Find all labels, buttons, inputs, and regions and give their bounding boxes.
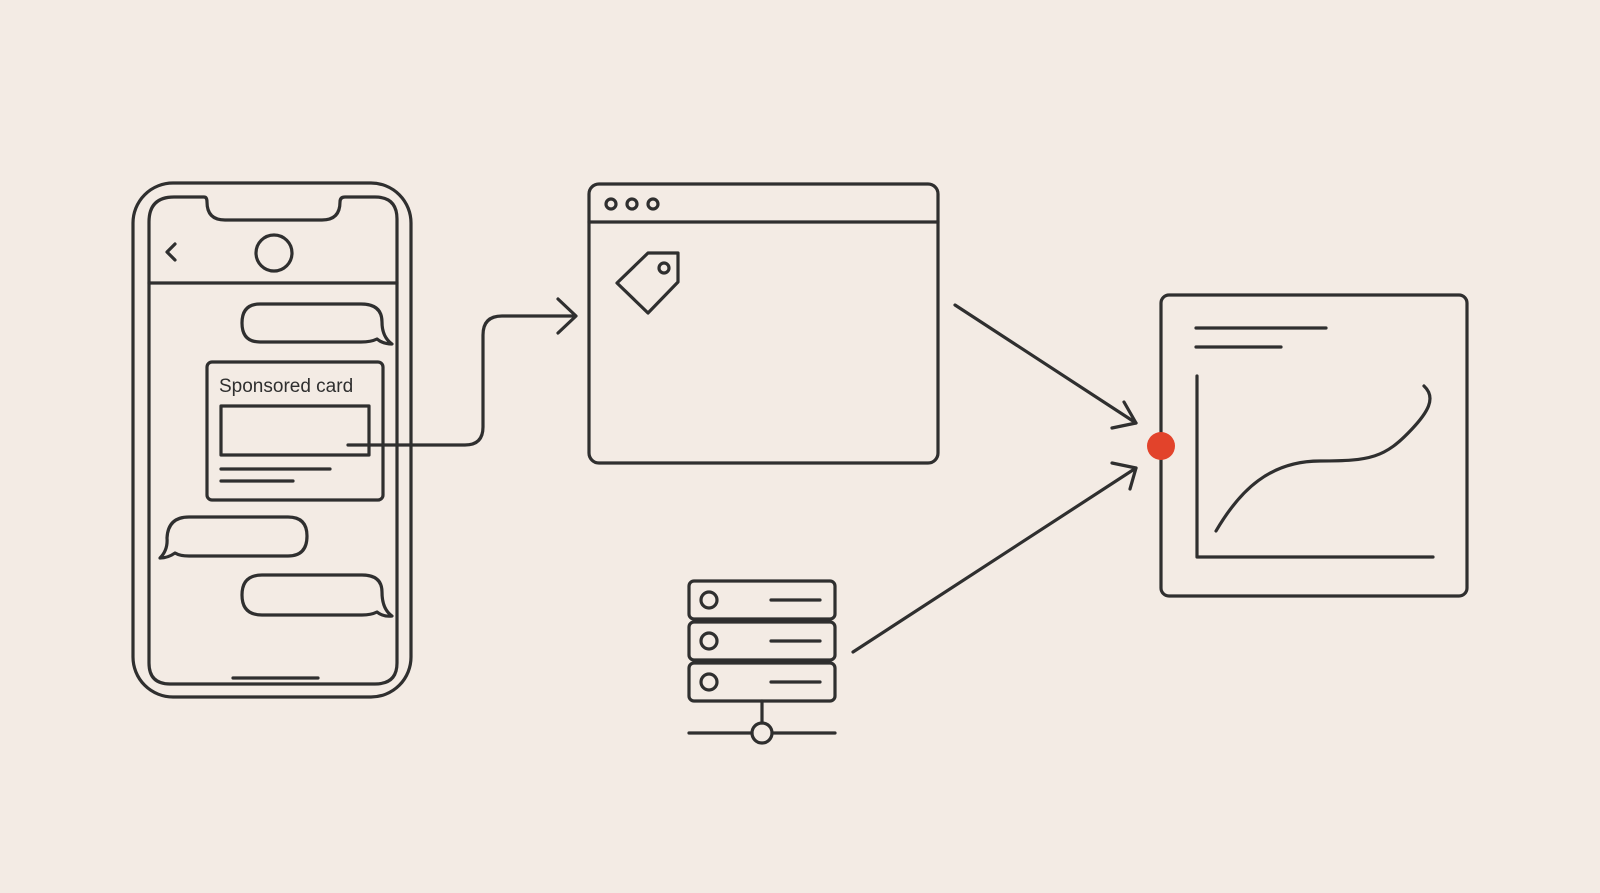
server-network-node [750, 721, 774, 745]
window-control-dot-1[interactable] [604, 197, 618, 211]
sponsored-card-label: Sponsored card [219, 376, 353, 397]
server-stack-icon [687, 579, 837, 745]
server-unit-3-led [699, 672, 719, 692]
phone-screen-with-notch [147, 195, 399, 686]
chat-bubble-outgoing-2 [240, 573, 394, 618]
server-unit-1 [687, 579, 837, 621]
profile-avatar-icon[interactable] [254, 233, 294, 273]
sponsored-card[interactable] [205, 360, 385, 502]
server-unit-2-led [699, 631, 719, 651]
price-tag-icon [615, 251, 680, 315]
arrowhead-server-to-dashboard [1110, 461, 1138, 491]
analytics-dashboard [1159, 293, 1469, 598]
phone-mockup: Sponsored card [131, 181, 413, 699]
server-unit-1-led [699, 590, 719, 610]
chat-bubble-outgoing-1 [240, 302, 394, 346]
connector-card-to-browser [346, 314, 577, 447]
back-chevron-icon[interactable] [165, 242, 177, 262]
price-tag-hole [657, 261, 671, 275]
server-unit-2 [687, 620, 837, 662]
browser-window [587, 182, 940, 465]
sponsored-card-image [219, 404, 371, 457]
arrowhead-browser-to-dashboard [1110, 400, 1138, 430]
connector-server-to-dashboard [851, 466, 1138, 654]
chat-bubble-incoming [158, 515, 309, 560]
phone-outer-frame [131, 181, 413, 699]
window-control-dot-2[interactable] [625, 197, 639, 211]
line-chart-axes [1195, 374, 1435, 559]
browser-frame [587, 182, 940, 465]
line-chart-series [1214, 384, 1432, 533]
connector-browser-to-dashboard [953, 303, 1138, 425]
arrowhead-to-browser [556, 297, 578, 335]
dashboard-frame [1159, 293, 1469, 598]
conversion-point-indicator [1147, 432, 1175, 460]
window-control-dot-3[interactable] [646, 197, 660, 211]
